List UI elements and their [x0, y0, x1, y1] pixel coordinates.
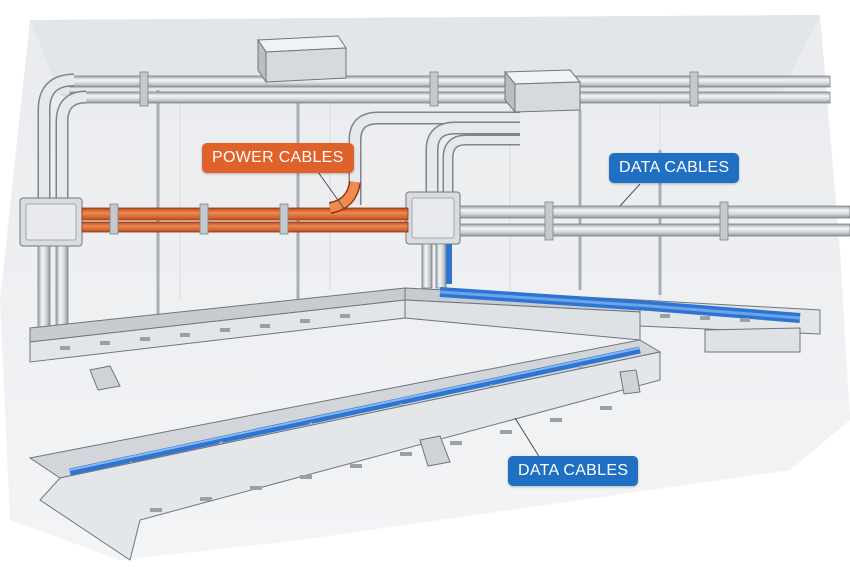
- data-conduits-right: [421, 201, 850, 289]
- power-conduit: [81, 180, 409, 235]
- left-vertical-conduits: [37, 245, 69, 331]
- threaded-rods: [156, 90, 662, 320]
- data-cables-label-lower: DATA CABLES: [508, 456, 639, 486]
- wall-junction-box-center: [405, 191, 461, 245]
- ceiling-junction-box-left: [257, 35, 347, 84]
- data-cables-label-upper: DATA CABLES: [609, 153, 740, 183]
- lower-cable-tray: [28, 339, 662, 561]
- callout-leaders: [317, 171, 641, 459]
- ceiling-junction-box-right: [503, 69, 582, 114]
- power-cables-label: POWER CABLES: [202, 143, 354, 173]
- wall-junction-box-left: [19, 197, 83, 247]
- ceiling-conduits: [37, 71, 831, 220]
- upper-cable-tray: [29, 287, 821, 363]
